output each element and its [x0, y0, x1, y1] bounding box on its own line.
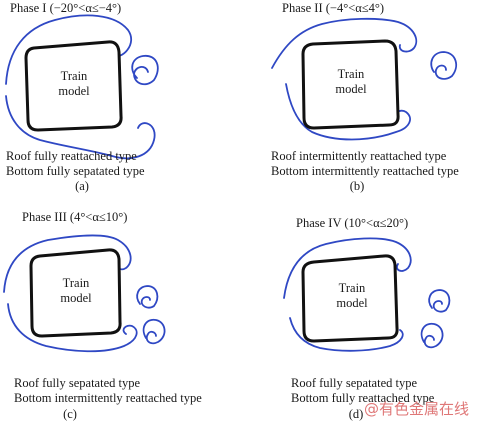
- panel-b-wake-vortex: [430, 51, 458, 80]
- panel-d-streamlines: [283, 237, 451, 352]
- panel-c-title: Phase III (4°<α≤10°): [22, 210, 127, 224]
- panel-b-title: Phase II (−4°<α≤4°): [282, 1, 384, 15]
- panel-d-model-label: model: [336, 296, 368, 310]
- panel-a-train-label: Train: [61, 69, 88, 83]
- panel-b-bottom-streamline: [285, 83, 411, 141]
- panel-d-title: Phase IV (10°<α≤20°): [296, 216, 408, 230]
- panel-b-train-model: [301, 39, 400, 130]
- panel-d-lower-wake-vortex: [420, 322, 444, 349]
- panel-d: Phase IV (10°<α≤20°) Train model Roof fu…: [283, 216, 451, 421]
- panel-d-bottom-streamline: [289, 317, 404, 352]
- panel-b-streamlines: [271, 17, 458, 141]
- panel-a-caption-bottom: Bottom fully sepatated type: [6, 164, 145, 178]
- panel-c-streamlines: [3, 234, 166, 353]
- panel-d-roof-streamline: [283, 237, 412, 299]
- panel-a-bottom-streamline: [5, 95, 156, 160]
- panel-d-train-label: Train: [339, 281, 366, 295]
- panel-a-roof-streamline: [5, 14, 133, 85]
- watermark: @有色金属在线: [364, 400, 469, 418]
- panel-a-letter: (a): [75, 179, 89, 193]
- panel-a-train-model: [24, 40, 123, 132]
- panel-b-model-label: model: [335, 82, 367, 96]
- panel-a-title: Phase I (−20°<α≤−4°): [10, 1, 121, 15]
- panel-a-streamlines: [5, 14, 159, 160]
- panel-c: Phase III (4°<α≤10°) Train model Roof fu…: [3, 210, 202, 421]
- panel-c-caption-bottom: Bottom intermittently reattached type: [14, 391, 202, 405]
- panel-c-lower-wake-vortex: [142, 318, 166, 345]
- panel-c-train-label: Train: [63, 276, 90, 290]
- panel-a-caption-roof: Roof fully reattached type: [6, 149, 137, 163]
- panel-c-letter: (c): [63, 407, 77, 421]
- panel-b: Phase II (−4°<α≤4°) Train model Roof int…: [271, 1, 459, 193]
- panel-b-caption-roof: Roof intermittently reattached type: [271, 149, 447, 163]
- panel-c-caption-roof: Roof fully sepatated type: [14, 376, 140, 390]
- panel-a-model-label: model: [58, 84, 90, 98]
- panel-d-letter: (d): [349, 407, 364, 421]
- panel-c-upper-wake-vortex: [136, 285, 159, 309]
- panel-b-train-label: Train: [338, 67, 365, 81]
- panel-d-train-model: [301, 254, 399, 343]
- panel-c-train-model: [29, 248, 122, 338]
- panel-c-bottom-streamline: [7, 303, 138, 353]
- panel-a-wake-vortex: [131, 55, 159, 86]
- panel-a: Phase I (−20°<α≤−4°) Train model Roof fu…: [5, 1, 159, 193]
- panel-d-upper-wake-vortex: [428, 289, 451, 313]
- panel-b-roof-streamline: [271, 17, 418, 69]
- panel-d-caption-bottom: Bottom fully reattached type: [291, 391, 435, 405]
- panel-b-letter: (b): [350, 179, 365, 193]
- panel-c-model-label: model: [60, 291, 92, 305]
- panel-d-caption-roof: Roof fully sepatated type: [291, 376, 417, 390]
- panel-c-roof-streamline: [3, 234, 132, 293]
- panel-b-caption-bottom: Bottom intermittently reattached type: [271, 164, 459, 178]
